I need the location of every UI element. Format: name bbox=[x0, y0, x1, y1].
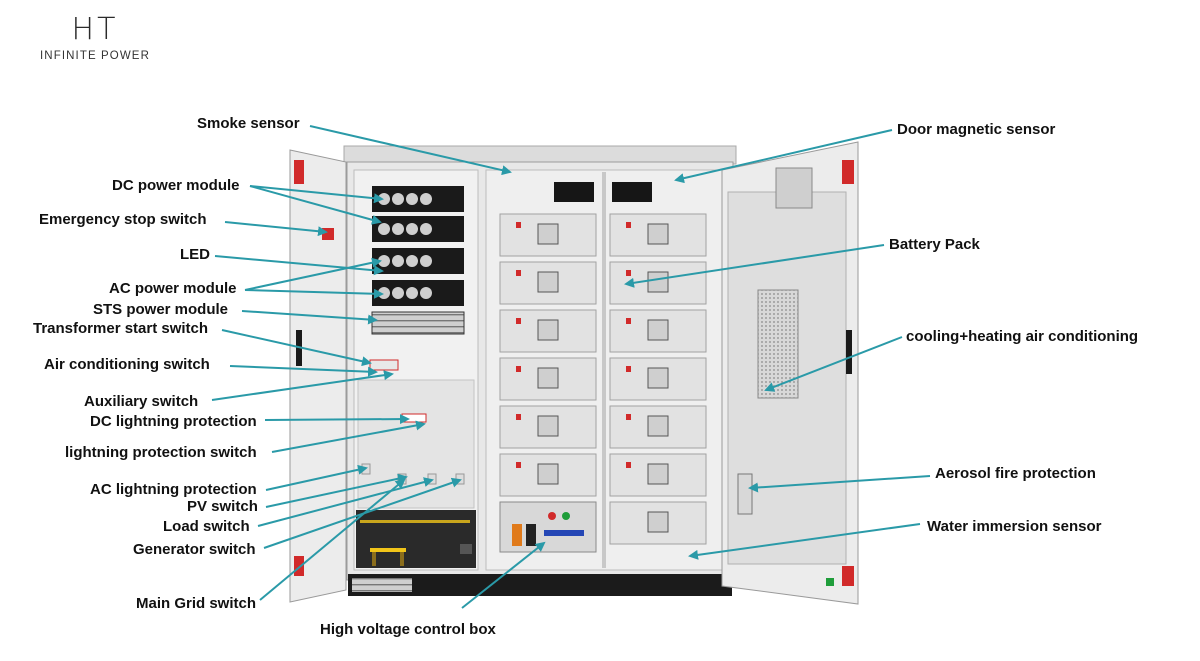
label-lightning-protection-switch: lightning protection switch bbox=[65, 444, 257, 462]
fan-vent-right bbox=[612, 182, 652, 202]
label-led: LED bbox=[180, 246, 210, 264]
label-high-voltage-control-box: High voltage control box bbox=[320, 621, 496, 639]
label-ac-power-module: AC power module bbox=[109, 280, 237, 298]
label-dc-lightning-protection: DC lightning protection bbox=[90, 413, 257, 431]
label-air-conditioning-switch: Air conditioning switch bbox=[44, 356, 210, 374]
label-sts-power-module: STS power module bbox=[93, 301, 228, 319]
label-pv-switch: PV switch bbox=[187, 498, 258, 516]
busbar bbox=[370, 548, 406, 552]
label-auxiliary-switch: Auxiliary switch bbox=[84, 393, 198, 411]
label-water-immersion-sensor: Water immersion sensor bbox=[927, 518, 1102, 536]
label-smoke-sensor: Smoke sensor bbox=[197, 115, 300, 133]
label-emergency-stop-switch: Emergency stop switch bbox=[39, 211, 207, 229]
high-voltage-box bbox=[500, 502, 596, 552]
label-door-magnetic-sensor: Door magnetic sensor bbox=[897, 121, 1055, 139]
sts-module bbox=[372, 312, 464, 334]
label-generator-switch: Generator switch bbox=[133, 541, 256, 559]
label-aerosol-fire-protection: Aerosol fire protection bbox=[935, 465, 1096, 483]
label-battery-pack: Battery Pack bbox=[889, 236, 980, 254]
label-ac-lightning-protection: AC lightning protection bbox=[90, 481, 257, 499]
ac-vent bbox=[758, 290, 798, 398]
label-cooling-heating-ac: cooling+heating air conditioning bbox=[906, 328, 1138, 346]
rotary-switch bbox=[544, 530, 584, 536]
aerosol-unit bbox=[738, 474, 752, 514]
label-main-grid-switch: Main Grid switch bbox=[136, 595, 256, 613]
fan-vent-left bbox=[554, 182, 594, 202]
label-dc-power-module: DC power module bbox=[112, 177, 240, 195]
label-load-switch: Load switch bbox=[163, 518, 250, 536]
label-transformer-start-switch: Transformer start switch bbox=[33, 320, 208, 338]
